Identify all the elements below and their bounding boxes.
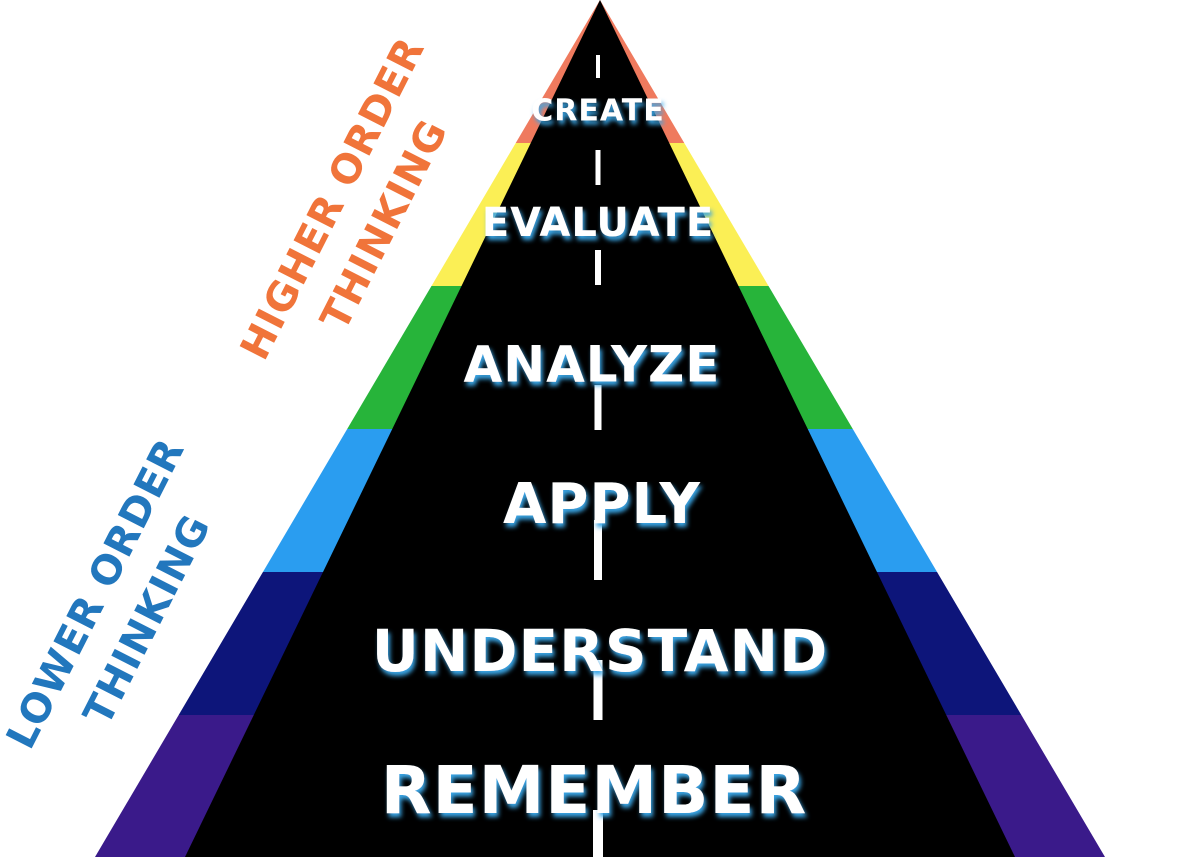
level-label-evaluate: EVALUATE: [482, 200, 714, 246]
level-label-understand: UNDERSTAND: [372, 617, 828, 685]
road-dash-1: [596, 55, 600, 78]
road-center-line: [593, 55, 603, 857]
road-dash-6: [593, 660, 603, 720]
level-label-apply: APPLY: [503, 472, 701, 537]
road-dash-3: [595, 250, 601, 285]
road-dash-5: [594, 520, 602, 580]
level-label-create: CREATE: [531, 94, 664, 129]
road-dash-4: [594, 385, 602, 430]
pyramid-level-labels: CREATE EVALUATE ANALYZE APPLY UNDERSTAND…: [372, 94, 828, 830]
road-dash-7: [593, 810, 603, 857]
level-label-remember: REMEMBER: [381, 752, 808, 829]
road-dash-2: [595, 150, 601, 185]
level-label-analyze: ANALYZE: [464, 336, 721, 394]
